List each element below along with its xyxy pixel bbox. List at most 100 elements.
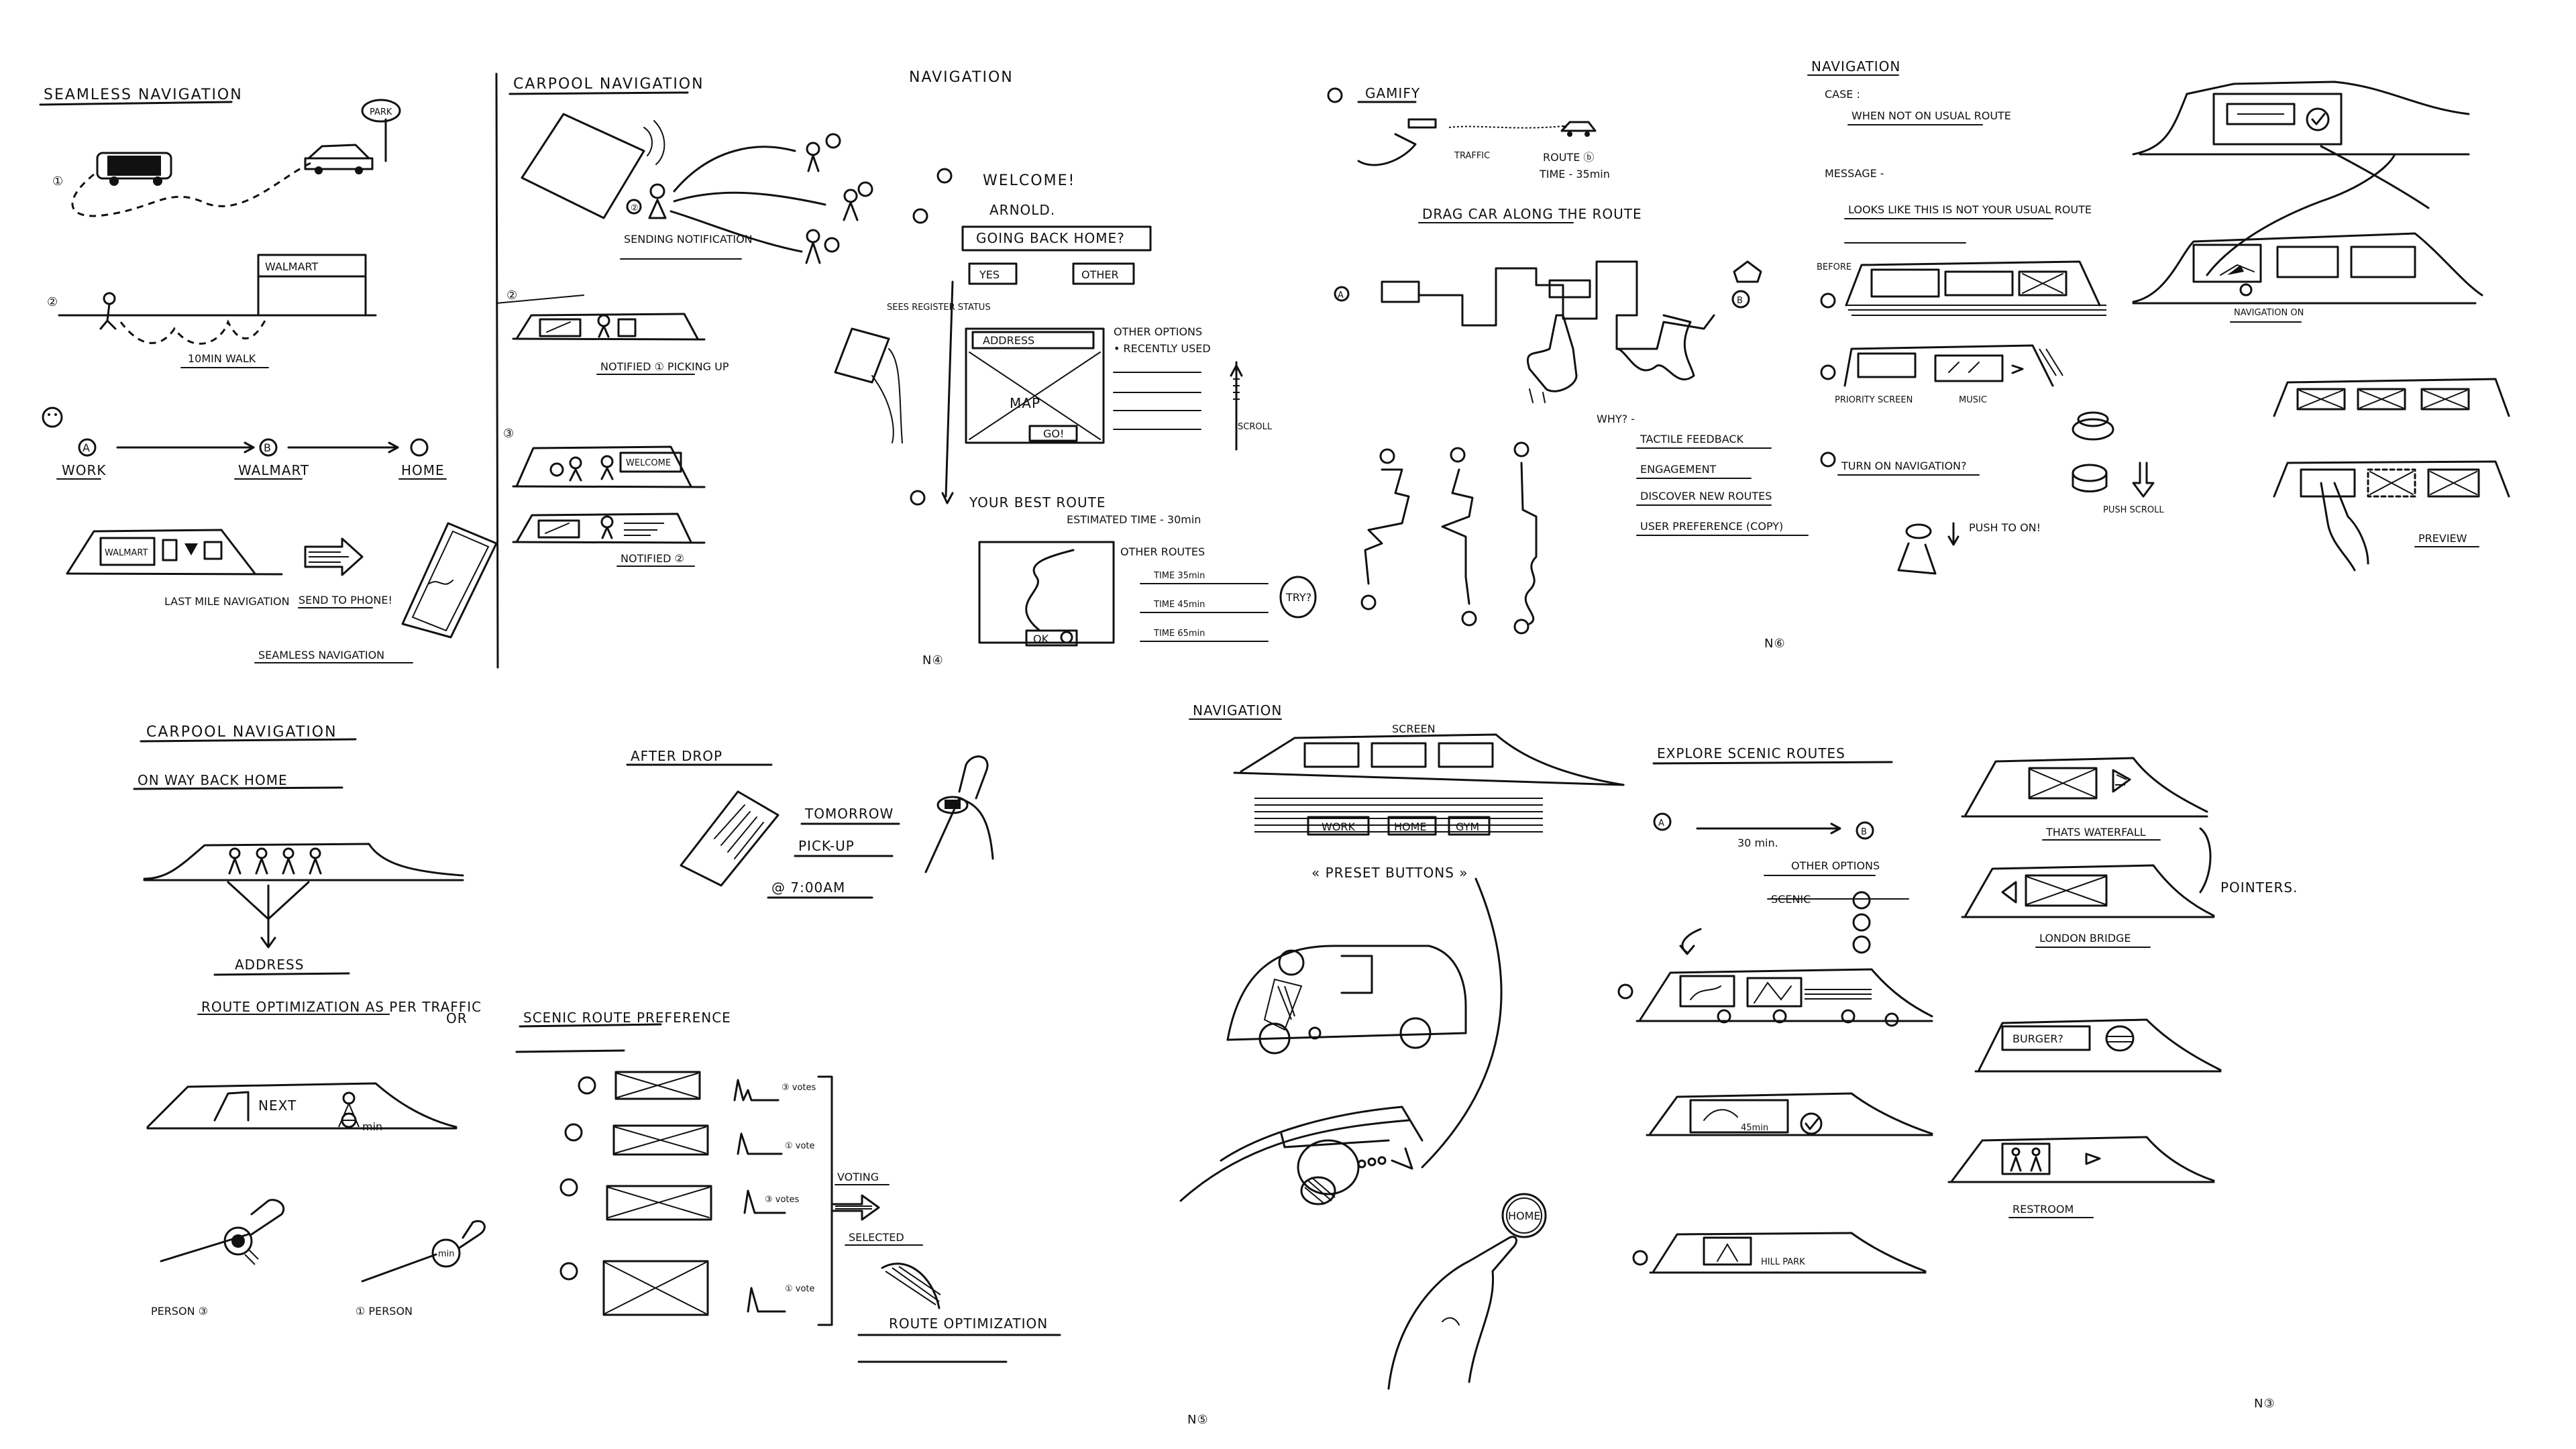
yes-label: YES	[979, 268, 1000, 281]
hand-icon	[1357, 118, 1437, 166]
ok-button[interactable]	[1025, 629, 1078, 647]
vote-count: ① vote	[785, 1141, 815, 1151]
dashboard-sketch: WELCOME	[512, 445, 706, 488]
dashboard-sketch	[2273, 378, 2510, 417]
panel-title: EXPLORE SCENIC ROUTES	[1657, 745, 1845, 761]
walmart-label: WALMART	[238, 462, 309, 478]
person-label: PERSON ③	[151, 1305, 208, 1318]
question-text: GOING BACK HOME?	[976, 230, 1125, 246]
smartwatch-icon	[924, 755, 994, 873]
message-label: MESSAGE -	[1825, 167, 1884, 180]
yes-button[interactable]	[968, 262, 1018, 285]
panel-title: CARPOOL NAVIGATION	[513, 76, 704, 93]
route-preview	[978, 541, 1115, 644]
preset-buttons-label: « PRESET BUTTONS »	[1311, 865, 1468, 881]
try-label: TRY?	[1285, 591, 1311, 604]
walking-person-icon	[99, 292, 117, 330]
priority-screen-label: PRIORITY SCREEN	[1835, 395, 1913, 405]
drag-instruction: DRAG CAR ALONG THE ROUTE	[1422, 206, 1642, 222]
traffic-label: TRAFFIC	[1454, 151, 1490, 161]
page-number: N⑥	[1764, 637, 1786, 651]
scroll-label: SCROLL	[1238, 422, 1273, 432]
knob-icon[interactable]	[2072, 411, 2114, 492]
pointers-label: POINTERS.	[2220, 879, 2298, 896]
dashboard-sketch: HILL PARK	[1649, 1232, 1927, 1274]
user-name: ARNOLD.	[989, 202, 1055, 218]
walmart-building	[257, 254, 367, 317]
welcome-screen-label: WELCOME	[626, 458, 671, 468]
preview-label: PREVIEW	[2418, 532, 2467, 545]
ok-label: OK	[1033, 633, 1049, 645]
notified-label: NOTIFIED ① PICKING UP	[600, 360, 729, 373]
page-number: N③	[2254, 1397, 2275, 1411]
page-number: N④	[922, 653, 944, 667]
home-button-label: HOME	[1508, 1210, 1541, 1222]
panel-title: CARPOOL NAVIGATION	[146, 724, 337, 741]
map-label: MAP	[1010, 395, 1040, 411]
go-button[interactable]	[1028, 425, 1078, 442]
divider-vertical	[495, 72, 499, 669]
burger-prompt[interactable]	[2001, 1025, 2091, 1051]
point-b-marker: B	[1737, 296, 1743, 306]
panel-title: NAVIGATION	[1193, 702, 1282, 718]
route-time: TIME 65min	[1153, 629, 1205, 639]
route-optimization-label: ROUTE OPTIMIZATION	[889, 1316, 1048, 1332]
preset-gym-button[interactable]	[1448, 816, 1491, 836]
point-b-marker: B	[1861, 827, 1867, 837]
scroll-bar[interactable]	[1230, 361, 1243, 451]
push-to-on-label: PUSH TO ON!	[1969, 521, 2041, 534]
panel-navigation-turn-on: NAVIGATION CASE : WHEN NOT ON USUAL ROUT…	[1764, 58, 2510, 651]
panel-title: GAMIFY	[1365, 85, 1420, 101]
dashboard-sketch	[512, 313, 706, 341]
step-marker: ①	[52, 174, 64, 189]
interior-sketch	[1179, 1106, 1424, 1205]
recently-used-label: • RECENTLY USED	[1114, 342, 1211, 355]
preset-home-button[interactable]	[1387, 816, 1437, 836]
dashboard-sketch: 45min	[1646, 1092, 1933, 1136]
route-time: TIME 45min	[1153, 600, 1205, 610]
vote-count: ① vote	[785, 1284, 815, 1294]
point-a-marker: A	[1658, 818, 1664, 828]
panel-gamify: GAMIFY TRAFFIC ROUTE ⓑ TIME - 35min DRAG…	[1327, 85, 1809, 635]
other-button[interactable]	[1072, 262, 1135, 285]
navigation-on-label: NAVIGATION ON	[2234, 308, 2304, 318]
panel-footer: SEAMLESS NAVIGATION	[258, 649, 384, 661]
other-options-label: OTHER OPTIONS	[1114, 325, 1202, 338]
panel-title: NAVIGATION	[909, 69, 1014, 86]
burger-icon	[2105, 1025, 2135, 1052]
step-marker: ②	[506, 288, 518, 303]
preset-work-label: WORK	[1322, 820, 1356, 833]
step3-icon	[42, 407, 63, 428]
notified-label: NOTIFIED ②	[621, 552, 684, 565]
walmart-sign-label: WALMART	[265, 260, 319, 273]
watch-minutes: min	[438, 1249, 455, 1259]
park-sign	[361, 99, 401, 123]
dash-walmart-label: WALMART	[105, 548, 148, 558]
try-bubble	[1279, 576, 1317, 619]
welcome-text: WELCOME!	[983, 172, 1075, 189]
last-mile-label: LAST MILE NAVIGATION	[164, 595, 290, 608]
dashboard-sketch	[1961, 864, 2215, 918]
car-drag-icon[interactable]	[1381, 280, 1420, 303]
panel-title: SEAMLESS NAVIGATION	[44, 87, 243, 103]
case-text: WHEN NOT ON USUAL ROUTE	[1851, 109, 2011, 122]
car-icon	[1560, 121, 1597, 137]
preset-gym-label: GYM	[1456, 820, 1479, 833]
home-button-press[interactable]: HOME	[1387, 1193, 1547, 1390]
pointing-hand-icon	[2320, 482, 2369, 572]
panel-subtitle: ON WAY BACK HOME	[138, 772, 288, 788]
car-icon	[96, 152, 172, 186]
music-label: MUSIC	[1959, 395, 1987, 405]
other-options-label: OTHER OPTIONS	[1791, 859, 1880, 872]
panel-explore-scenic-routes: EXPLORE SCENIC ROUTES A B 30 min. OTHER …	[1617, 745, 2298, 1411]
reason-item: TACTILE FEEDBACK	[1640, 433, 1744, 445]
person-label: ① PERSON	[356, 1305, 413, 1318]
preset-work-button[interactable]	[1307, 816, 1370, 836]
address-field[interactable]	[971, 331, 1095, 350]
hill-park-label: HILL PARK	[1761, 1257, 1805, 1267]
point-b-marker: B	[264, 441, 271, 454]
tomorrow-label: TOMORROW	[804, 806, 894, 822]
address-label: ADDRESS	[983, 334, 1034, 347]
dashboard-sketch	[2132, 80, 2470, 276]
dashboard-sketch	[1961, 757, 2208, 818]
